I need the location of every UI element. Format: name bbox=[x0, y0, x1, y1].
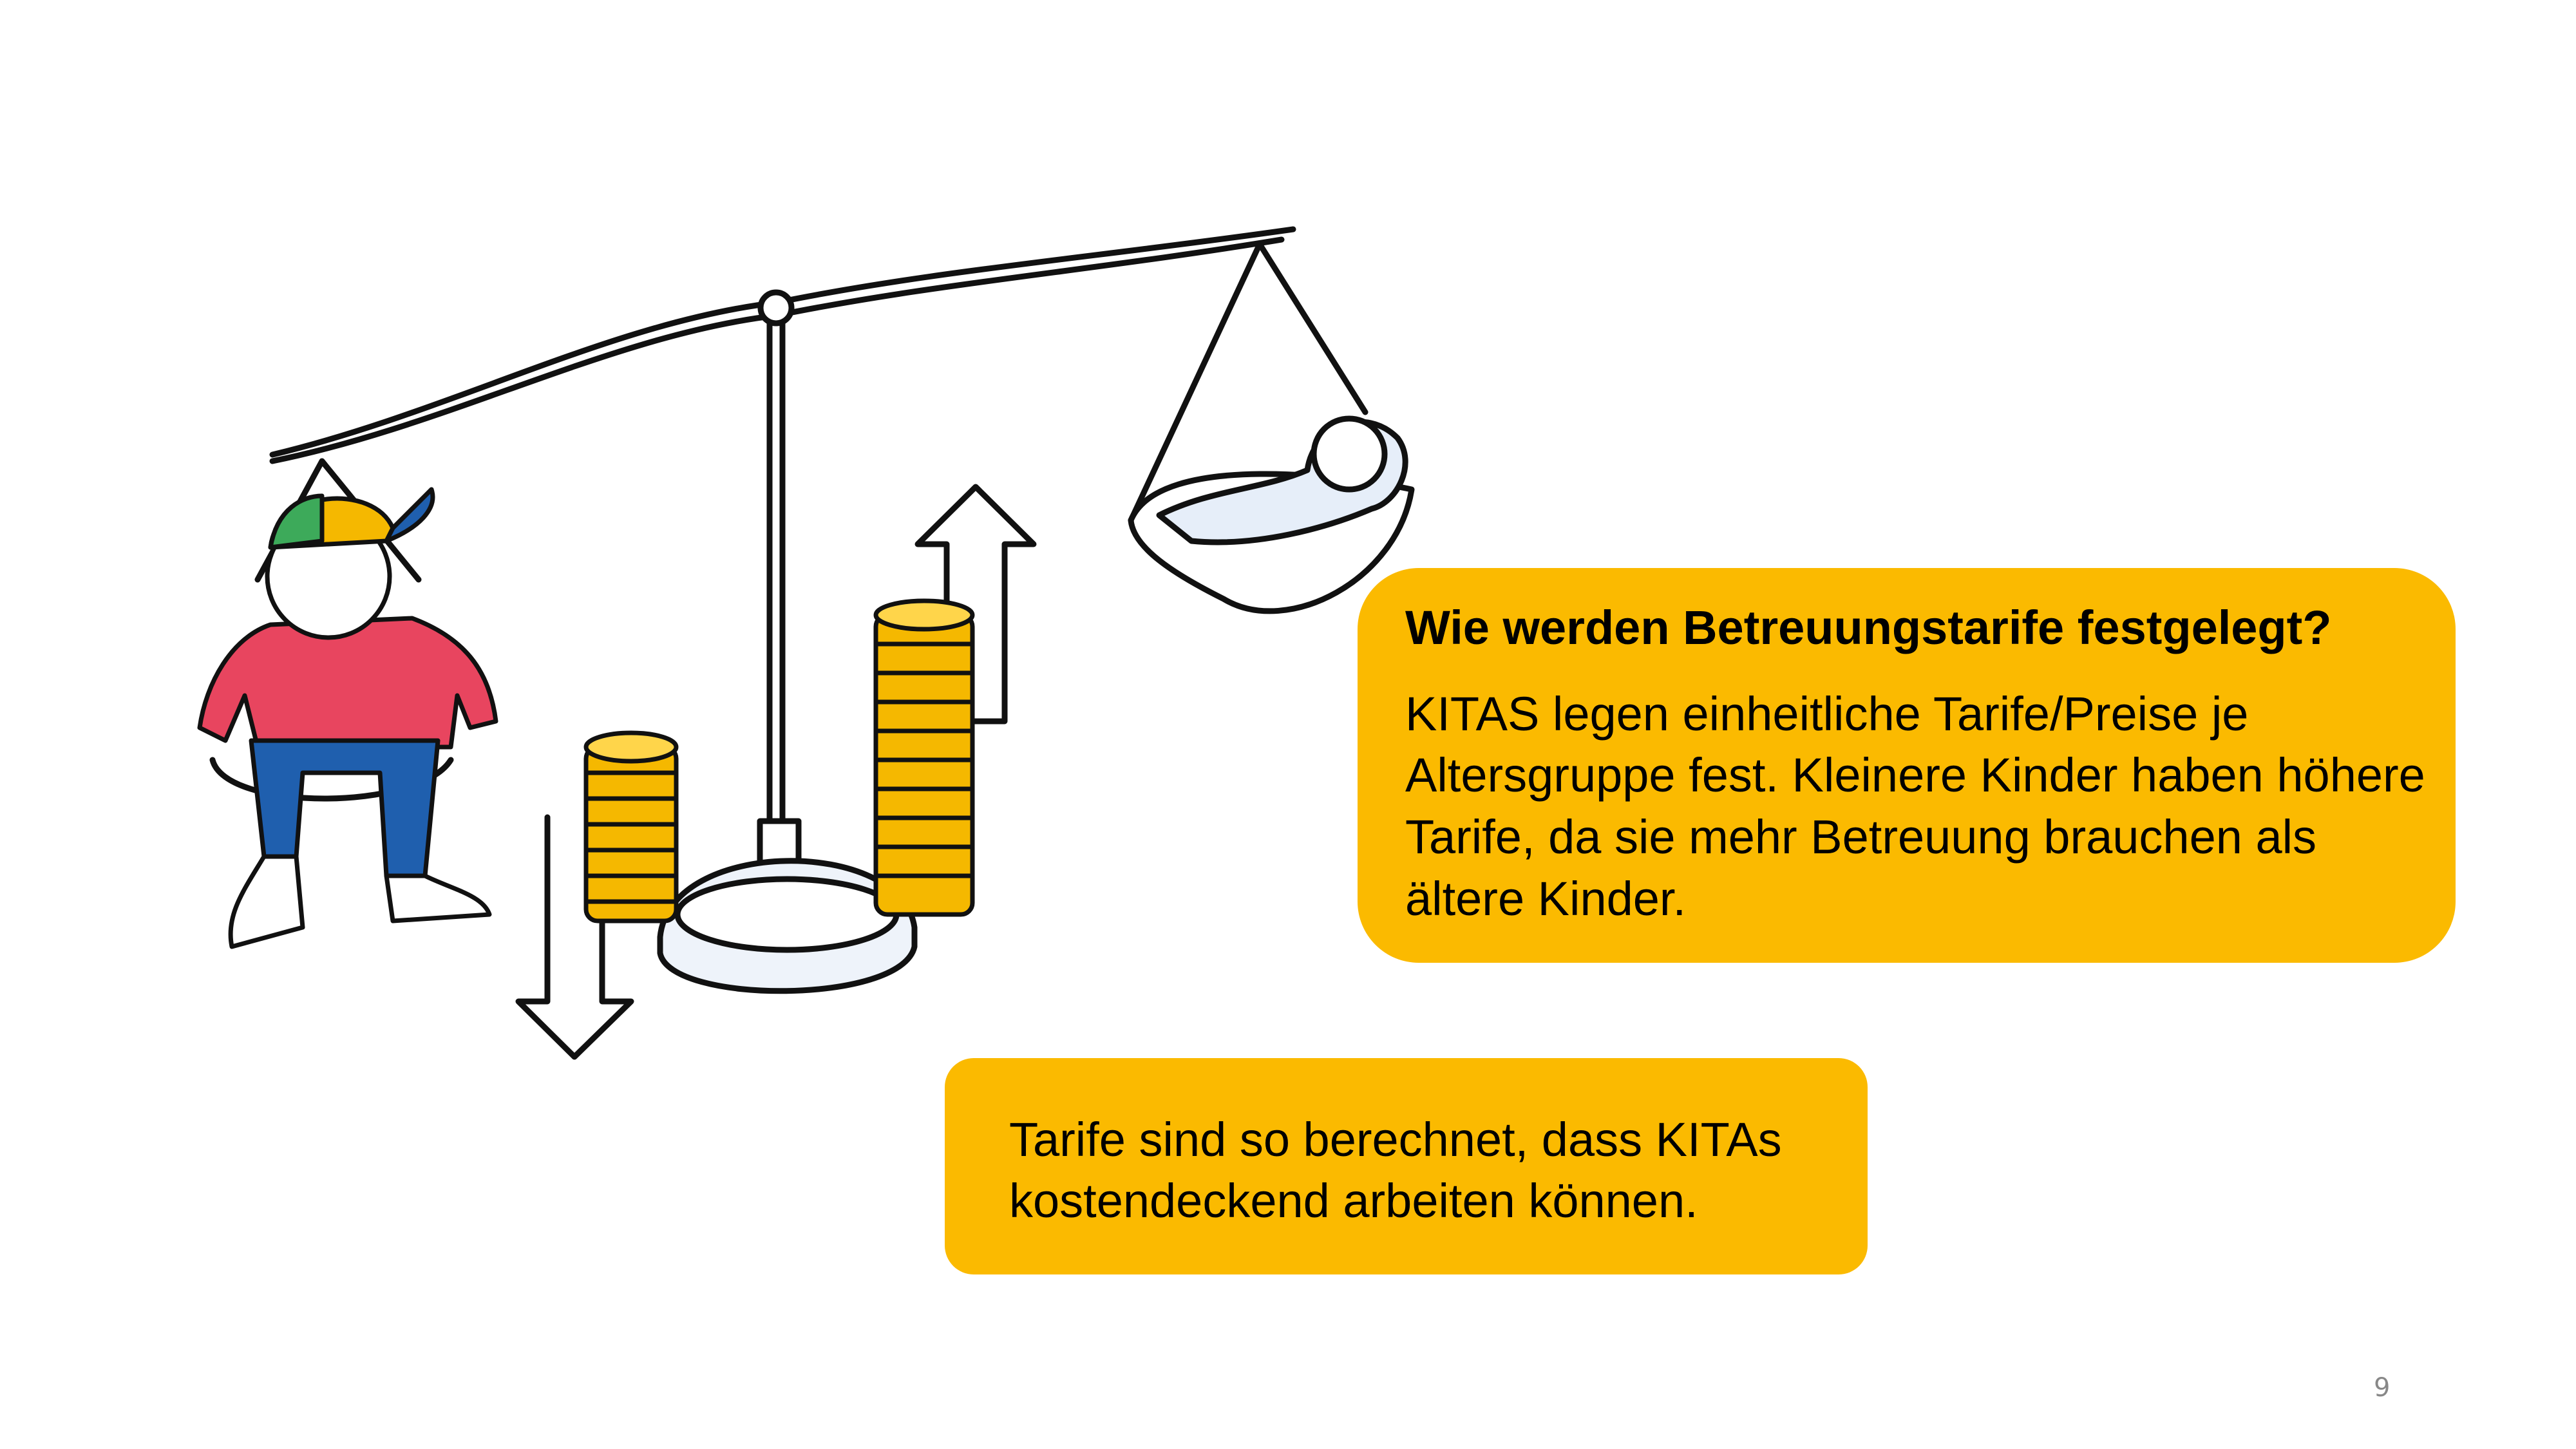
info-box-line: KITAS legen einheitliche Tarife/Preise j… bbox=[1405, 687, 2249, 741]
scale-pole bbox=[766, 319, 786, 834]
right-pan-strings bbox=[1128, 241, 1368, 524]
info-box-line: Altersgruppe fest. Kleinere Kinder haben… bbox=[1405, 748, 2425, 802]
note-box-line: kostendeckend arbeiten können. bbox=[1009, 1174, 1698, 1227]
child-figure bbox=[197, 487, 498, 949]
down-arrow-icon bbox=[515, 814, 634, 1060]
child-sweater bbox=[197, 616, 498, 750]
coin-stack-small bbox=[583, 730, 679, 923]
scale-pivot bbox=[757, 289, 795, 327]
note-box-line: Tarife sind so berechnet, dass KITAs bbox=[1009, 1113, 1782, 1166]
note-box bbox=[945, 1058, 1868, 1274]
page-number: 9 bbox=[2374, 1373, 2391, 1403]
info-box bbox=[1358, 568, 2456, 963]
info-box-line: Tarife, da sie mehr Betreuung brauchen a… bbox=[1405, 810, 2317, 864]
info-box-title: Wie werden Betreuungstarife festgelegt? bbox=[1405, 601, 2332, 654]
coin-stack-large bbox=[873, 598, 975, 917]
info-box-line: ältere Kinder. bbox=[1405, 872, 1687, 925]
